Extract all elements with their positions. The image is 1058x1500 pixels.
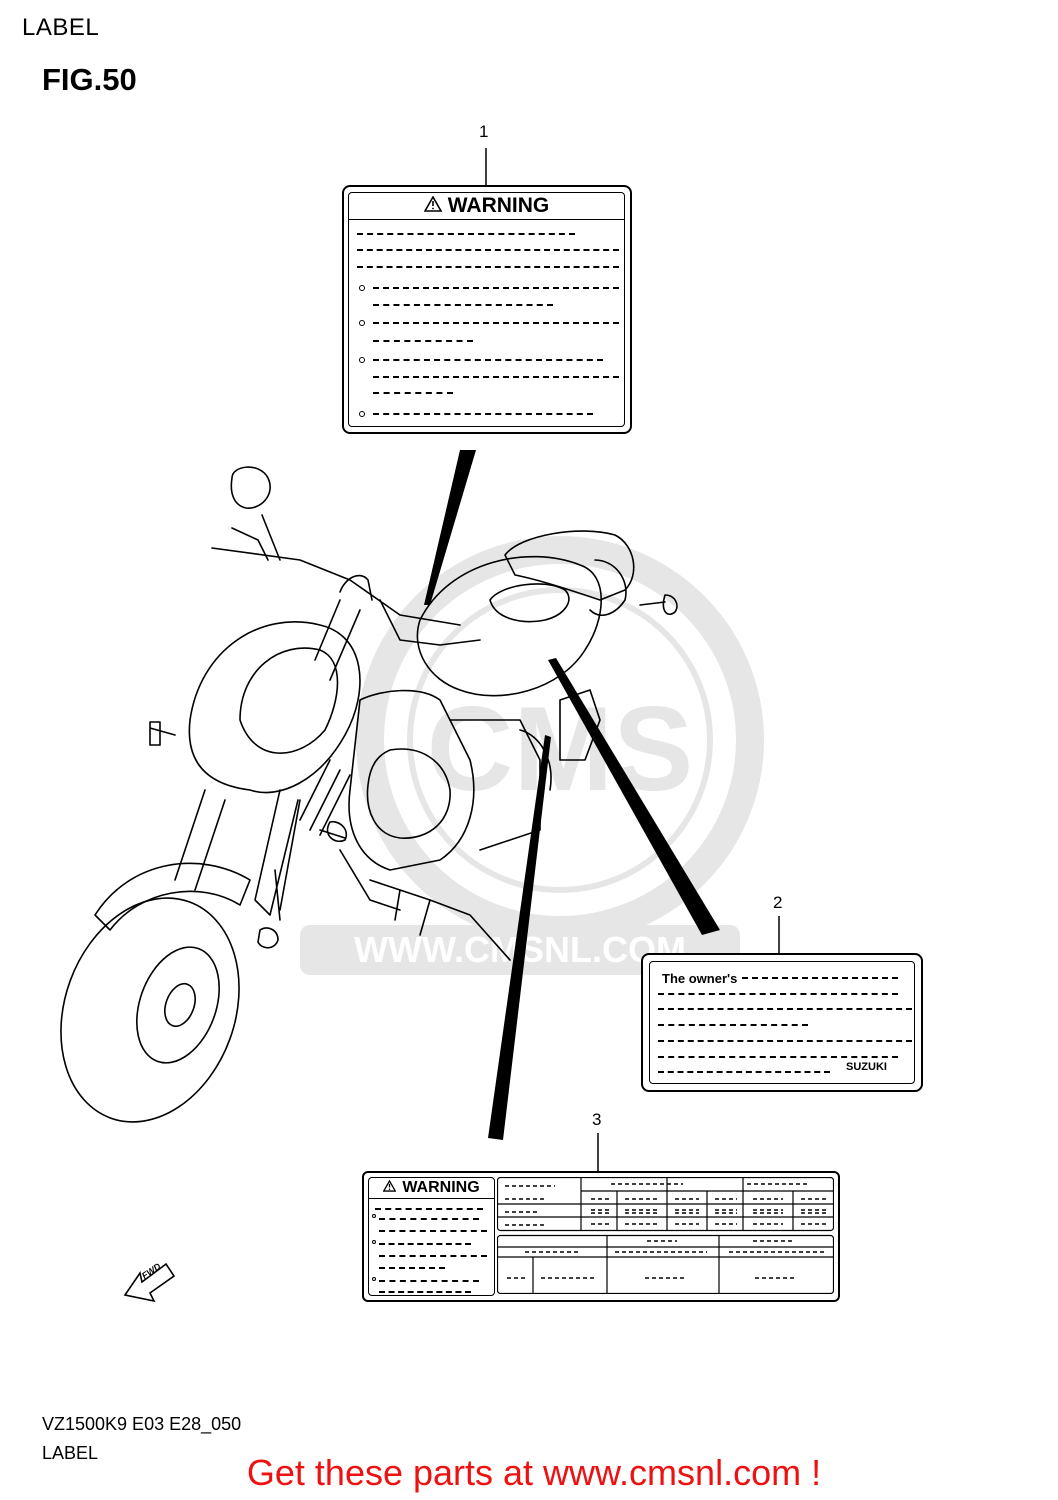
diagram-caption: LABEL [42, 1443, 99, 1463]
bullet [359, 320, 365, 326]
model-code: VZ1500K9 E03 E28_050 [42, 1414, 242, 1434]
warning-triangle-icon [423, 194, 443, 218]
warning-label-1: WARNING [342, 185, 632, 434]
page-title: LABEL [22, 14, 100, 41]
text-line [658, 1040, 912, 1042]
pointer-label-1 [424, 450, 476, 605]
text-line [357, 266, 619, 268]
table-placeholder-dashes [505, 1183, 827, 1279]
pointer-label-2 [548, 658, 720, 935]
text-line [357, 233, 575, 235]
bullet [359, 411, 365, 417]
forward-arrow-icon [123, 1262, 176, 1303]
text-line [373, 359, 603, 361]
callout-number-1: 1 [479, 122, 489, 141]
bullet [359, 357, 365, 363]
warning-label-3-heading: WARNING [402, 1179, 480, 1196]
warning-triangle-icon [382, 1179, 397, 1197]
bullet [359, 285, 365, 291]
warning-table-label-3: WARNING [362, 1171, 840, 1302]
callout-number-2: 2 [773, 893, 783, 912]
text-line [379, 1255, 487, 1257]
text-line [658, 1024, 808, 1026]
text-line [357, 249, 619, 251]
text-line [658, 1008, 912, 1010]
text-line [373, 304, 553, 306]
text-line [379, 1291, 471, 1293]
text-line [379, 1218, 479, 1220]
text-line [658, 1056, 898, 1058]
motorcycle-drawing [60, 466, 678, 1123]
warning-label-3-header: WARNING [369, 1178, 494, 1199]
bullet [372, 1277, 376, 1281]
warning-label-1-header: WARNING [349, 193, 624, 220]
text-line [379, 1230, 487, 1232]
text-line [379, 1280, 479, 1282]
warning-label-3-panel: WARNING [368, 1177, 495, 1296]
bullet [372, 1240, 376, 1244]
text-line [373, 376, 619, 378]
owners-label-2-inner: The owner's SUZUKI [649, 961, 915, 1084]
text-line [379, 1267, 445, 1269]
text-line [373, 287, 619, 289]
text-line [373, 322, 619, 324]
warning-label-1-inner: WARNING [348, 192, 625, 427]
text-line [373, 413, 593, 415]
text-line [742, 977, 898, 979]
text-line [658, 993, 898, 995]
text-line [658, 1071, 830, 1073]
callout-number-3: 3 [592, 1110, 602, 1129]
pointer-label-3 [488, 735, 551, 1140]
tire-pressure-table [497, 1177, 834, 1294]
owners-label-lead-text: The owner's [662, 971, 738, 986]
cta-link[interactable]: Get these parts at www.cmsnl.com ! [246, 1452, 822, 1493]
warning-label-1-heading: WARNING [447, 194, 550, 217]
bullet [372, 1214, 376, 1218]
text-line [373, 340, 473, 342]
text-line [375, 1208, 483, 1210]
owners-label-brand-text: SUZUKI [846, 1061, 887, 1073]
figure-number: FIG.50 [42, 62, 137, 97]
owners-label-2: The owner's SUZUKI [641, 953, 923, 1092]
text-line [379, 1243, 471, 1245]
text-line [373, 392, 453, 394]
